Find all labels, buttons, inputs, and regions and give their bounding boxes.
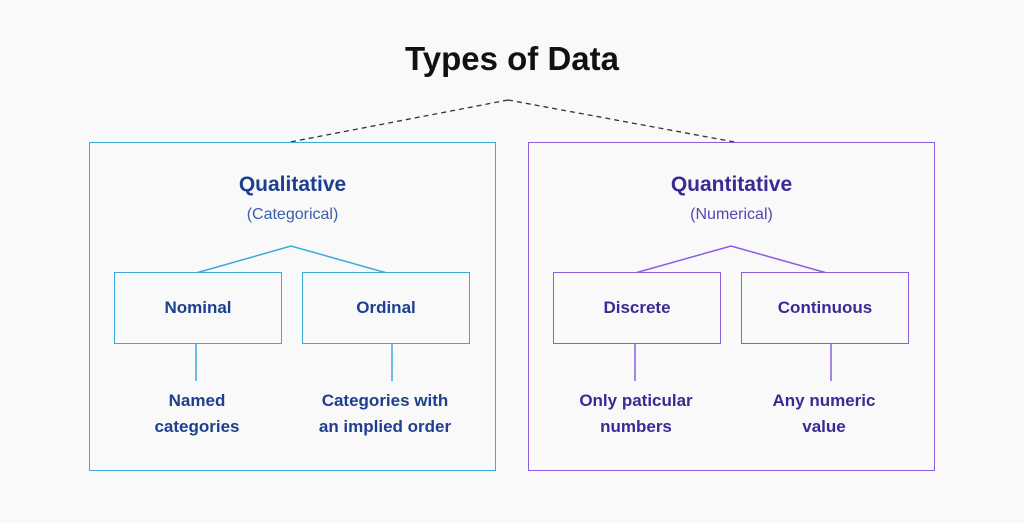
qualitative-title: Qualitative (238, 173, 347, 196)
continuous-description: Any numeric value (724, 388, 924, 440)
diagram-title: Types of Data (405, 40, 619, 77)
nominal-desc-line1: Named (168, 391, 226, 410)
nominal-description: Named categories (97, 388, 297, 440)
nominal-desc-line2: categories (154, 417, 240, 436)
discrete-box: Discrete (553, 272, 721, 344)
ordinal-box: Ordinal (302, 272, 470, 344)
nominal-box: Nominal (114, 272, 282, 344)
quantitative-title: Quantitative (670, 173, 793, 196)
qualitative-branch-lines (195, 245, 393, 381)
continuous-label: Continuous (777, 298, 873, 317)
discrete-desc-line2: numbers (600, 417, 672, 436)
ordinal-desc-line2: an implied order (318, 417, 452, 436)
continuous-box: Continuous (741, 272, 909, 344)
discrete-label: Discrete (603, 298, 671, 317)
quantitative-branch-lines (634, 245, 832, 381)
discrete-desc-line1: Only paticular (579, 391, 693, 410)
ordinal-description: Categories with an implied order (285, 388, 485, 440)
discrete-description: Only paticular numbers (536, 388, 736, 440)
quantitative-panel: Quantitative (Numerical) Discrete Contin… (528, 142, 935, 471)
qualitative-panel: Qualitative (Categorical) Nominal Ordina… (89, 142, 496, 471)
quantitative-subtitle: (Numerical) (690, 206, 773, 223)
nominal-label: Nominal (164, 298, 232, 317)
dashed-connector-right (507, 99, 741, 144)
continuous-desc-line1: Any numeric (772, 391, 876, 410)
continuous-desc-line2: value (802, 417, 846, 436)
dashed-connector-left (284, 99, 509, 144)
qualitative-subtitle: (Categorical) (246, 206, 339, 223)
ordinal-label: Ordinal (356, 298, 416, 317)
ordinal-desc-line1: Categories with (321, 391, 449, 410)
